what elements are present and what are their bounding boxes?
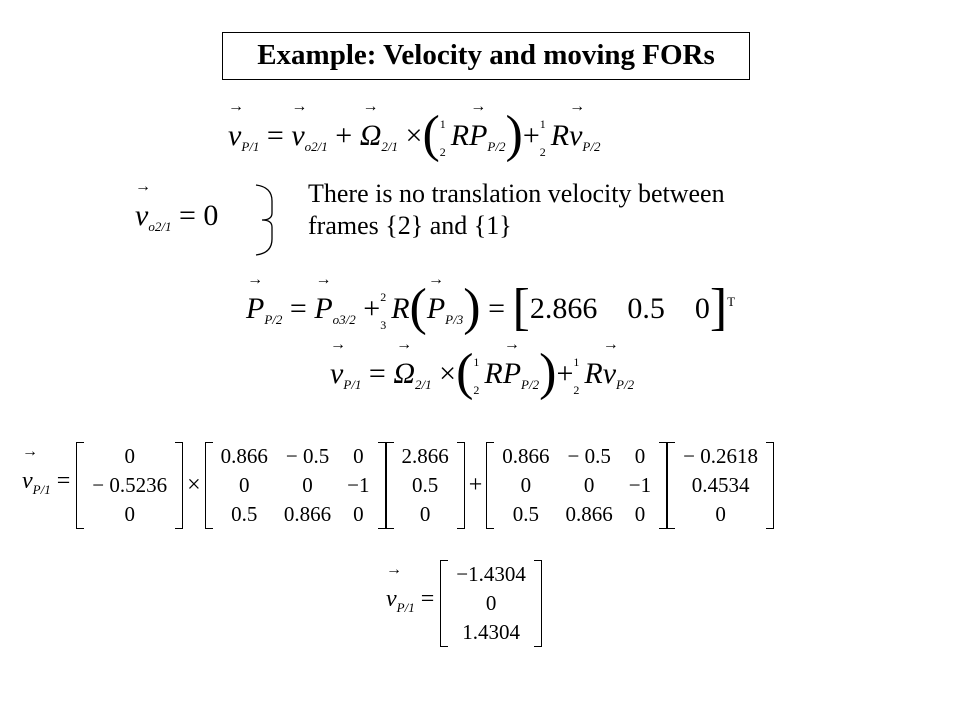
plus-operator: + <box>468 472 483 498</box>
matrix-cell: 0 <box>419 502 431 526</box>
matrix-cell: 0.5 <box>231 502 258 526</box>
equation-velocity-reduced: vP/1 = Ω2/1 ×(12RPP/2)+12RvP/2 <box>330 336 634 405</box>
matrix-cell: 0 <box>124 444 135 468</box>
matrix-cell: 0 <box>634 444 646 468</box>
equation-velocity-general: vP/1 = vo2/1 + Ω2/1 ×(12RPP/2)+12RvP/2 <box>228 98 600 167</box>
matrix-cell: 0.5 <box>512 502 540 526</box>
brace-icon <box>255 184 273 256</box>
matrix-lhs: vP/1 = <box>22 443 76 510</box>
position-vector: 2.866 0.5 0 <box>385 442 465 529</box>
translation-note: There is no translation velocity between… <box>308 178 725 242</box>
matrix-cell: 0 <box>239 473 250 497</box>
matrix-cell: 0 <box>583 473 595 497</box>
matrix-cell: −1.4304 <box>456 562 526 586</box>
matrix-cell: 0 <box>485 591 497 615</box>
omega-vector: 0 − 0.5236 0 <box>76 442 184 529</box>
slide-title: Example: Velocity and moving FORs <box>222 32 750 80</box>
equation-position: PP/2 = Po3/2 +23R(PP/3) = [2.866 0.5 0]T <box>246 271 735 340</box>
result-equation: vP/1 = −1.4304 0 1.4304 <box>386 560 542 647</box>
matrix-cell: 0 <box>520 473 532 497</box>
matrix-cell: 0.866 <box>283 502 332 526</box>
matrix-cell: − 0.2618 <box>683 444 758 468</box>
matrix-cell: 2.866 <box>401 444 449 468</box>
matrix-cell: − 0.5236 <box>92 473 168 497</box>
velocity-vector: − 0.2618 0.4534 0 <box>667 442 774 529</box>
matrix-cell: 0 <box>634 502 646 526</box>
cross-operator: × <box>187 472 201 498</box>
matrix-cell: − 0.5 <box>567 444 611 468</box>
rotation-matrix-1: 0.866 − 0.5 0 0 0 −1 0.5 0.866 0 <box>204 442 386 529</box>
matrix-cell: 0.866 <box>220 444 268 468</box>
result-lhs: vP/1 = <box>386 561 440 628</box>
matrix-cell: 0 <box>302 473 313 497</box>
matrix-cell: 0.866 <box>502 444 550 468</box>
matrix-cell: 1.4304 <box>462 620 520 644</box>
equation-origin-velocity-zero: vo2/1 = 0 <box>135 178 218 247</box>
matrix-cell: 0 <box>353 502 364 526</box>
matrix-cell: 0.5 <box>412 473 439 497</box>
matrix-cell: 0 <box>353 444 364 468</box>
note-line-2: frames {2} and {1} <box>308 211 512 240</box>
matrix-cell: −1 <box>628 473 652 497</box>
matrix-equation: vP/1 = 0 − 0.5236 0 × 0.866 − 0.5 0 0 0 … <box>22 442 774 529</box>
note-line-1: There is no translation velocity between <box>308 179 725 208</box>
rotation-matrix-2: 0.866 − 0.5 0 0 0 −1 0.5 0.866 0 <box>486 442 668 529</box>
matrix-cell: 0 <box>715 502 726 526</box>
result-vector: −1.4304 0 1.4304 <box>440 560 542 647</box>
matrix-cell: 0 <box>124 502 135 526</box>
matrix-cell: −1 <box>347 473 370 497</box>
matrix-cell: 0.866 <box>565 502 613 526</box>
matrix-cell: − 0.5 <box>285 444 330 468</box>
matrix-cell: 0.4534 <box>691 473 750 497</box>
